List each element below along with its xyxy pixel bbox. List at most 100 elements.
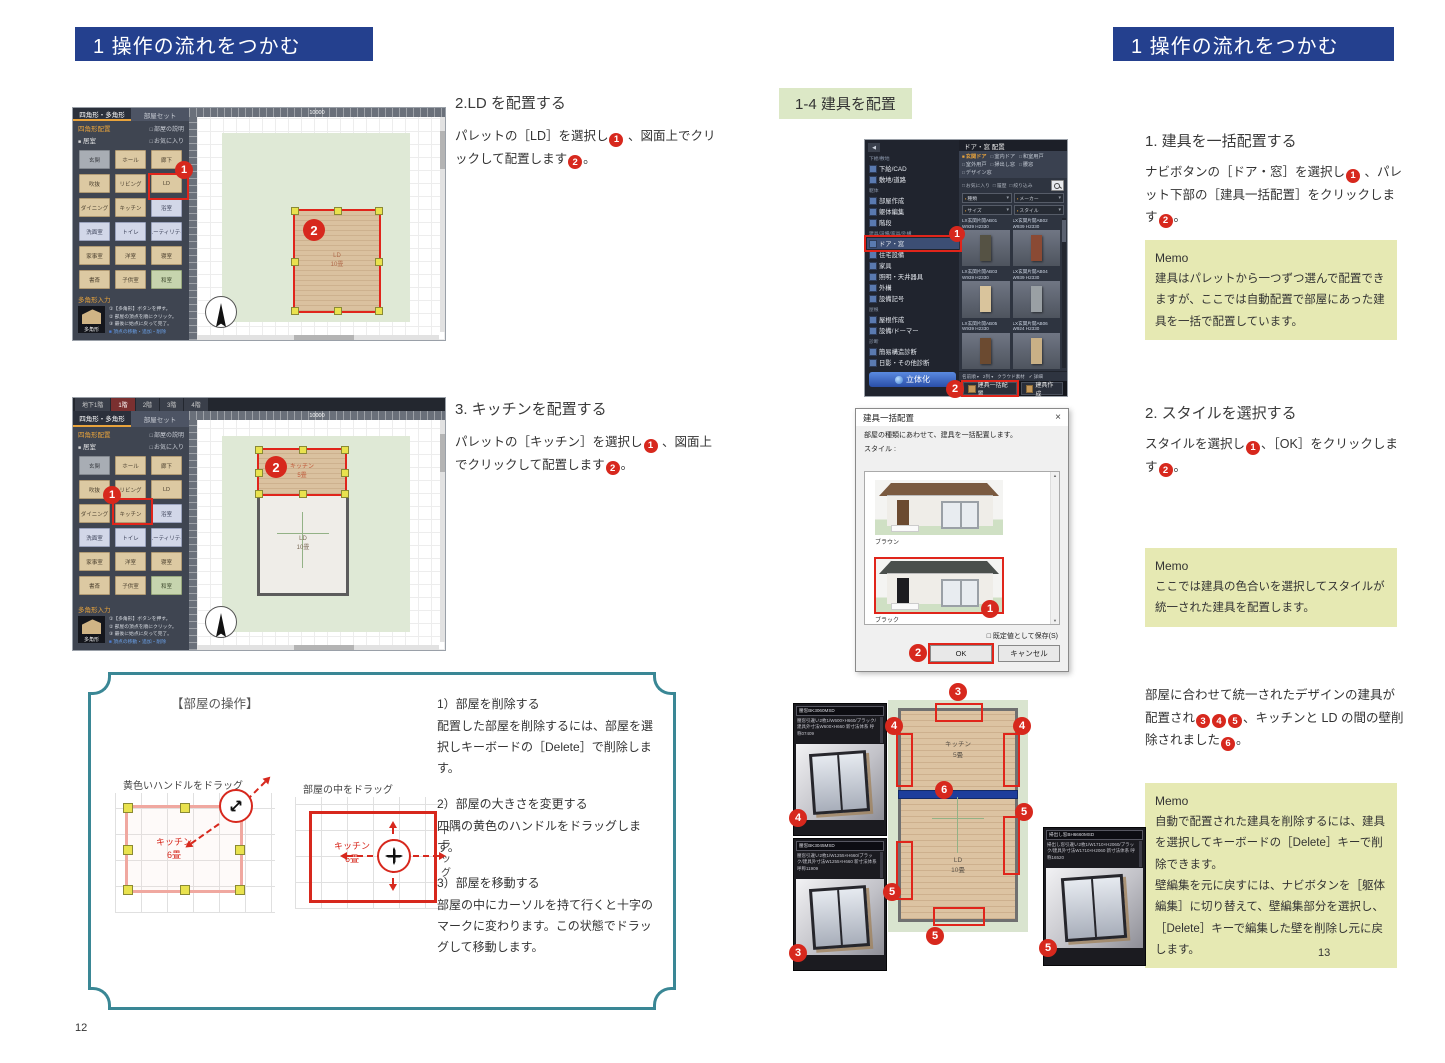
list-footer-item[interactable]: 2列 — [983, 374, 993, 380]
nav-item-sketch-cad[interactable]: 下絵/CAD — [867, 163, 959, 174]
door-type-checkbox[interactable]: 室内ドア — [991, 153, 1015, 160]
nav-item-furniture[interactable]: 家具 — [867, 260, 959, 271]
room-button[interactable]: 家事室 — [79, 552, 110, 571]
room-button[interactable]: 玄関 — [79, 456, 110, 475]
polygon-icon[interactable]: 多角形 — [78, 306, 105, 334]
nav-item-shadow-check[interactable]: 日影・その他診断 — [867, 357, 959, 368]
nav-item-stairs[interactable]: 階段 — [867, 217, 959, 228]
nav-item-door-window[interactable]: ドア・窓 1 — [864, 226, 965, 252]
room-button[interactable]: 廊下 — [151, 150, 182, 170]
list-footer-item[interactable]: クラウド素材 — [997, 373, 1025, 379]
nav-item-housing-equip[interactable]: 住宅設備 — [867, 249, 959, 260]
room-button[interactable]: 玄関 — [79, 150, 110, 170]
vertical-scrollbar[interactable] — [440, 117, 445, 332]
room-button[interactable]: キッチン — [115, 198, 146, 218]
room-button[interactable]: ホール — [115, 456, 146, 475]
room-button[interactable]: ユーティリティ — [151, 528, 182, 547]
room-button[interactable]: 吹抜 — [79, 174, 110, 194]
door-type-checkbox[interactable]: 室外用戸 — [962, 161, 987, 168]
close-icon[interactable]: × — [1055, 412, 1061, 423]
product-item[interactable]: LX玄関片開AB03 W939 H2330 — [962, 269, 1010, 318]
list-footer-item[interactable]: 詳細 — [1029, 374, 1043, 380]
product-item[interactable]: LX玄関片開AB05 W939 H2330 — [962, 321, 1010, 369]
horizontal-scrollbar[interactable] — [197, 335, 439, 340]
room-button[interactable]: トイレ — [115, 222, 146, 242]
room-button[interactable]: 浴室 — [151, 198, 182, 218]
door-type-checkbox[interactable]: 掃出し窓 — [991, 161, 1015, 168]
nav-item-roof-create[interactable]: 屋根作成 — [867, 314, 959, 325]
floor-tab[interactable]: 地下1階 — [75, 398, 111, 411]
room-button[interactable]: キッチン — [115, 504, 146, 523]
solid-3d-button[interactable]: 立体化 — [869, 372, 956, 387]
product-item[interactable]: LX玄関片開AB01 W939 H2330 — [962, 218, 1010, 267]
style-option-brown[interactable]: ブラウン — [875, 480, 1003, 546]
filter-dropdown[interactable]: メーカー — [1014, 193, 1064, 203]
search-icon[interactable] — [1051, 180, 1064, 191]
room-button[interactable]: 吹抜 — [79, 480, 110, 499]
room-button[interactable]: 洗面室 — [79, 222, 110, 242]
favorites-checkbox[interactable]: お気に入り — [150, 136, 184, 145]
door-type-checkbox[interactable]: 腰窓 — [1019, 161, 1033, 168]
room-button[interactable]: ダイニング — [79, 504, 110, 523]
tab-room-set[interactable]: 部屋セット — [131, 108, 189, 122]
floor-tab[interactable]: 3階 — [160, 398, 184, 411]
product-scrollbar[interactable] — [1062, 218, 1066, 368]
nav-item-room-create[interactable]: 部屋作成 — [867, 195, 959, 206]
floor-tab[interactable]: 2階 — [135, 398, 160, 411]
style-list[interactable]: ブラウン ブラック 1 — [864, 471, 1060, 625]
room-button[interactable]: 子供室 — [115, 576, 146, 595]
vertical-scrollbar[interactable] — [440, 420, 445, 642]
tab-room-set[interactable]: 部屋セット — [131, 411, 189, 427]
batch-place-button[interactable]: 建具一括配置 2 — [946, 380, 1019, 398]
horizontal-scrollbar[interactable] — [197, 645, 439, 650]
save-default-checkbox[interactable]: 既定値として保存(S) — [987, 631, 1058, 641]
room-button[interactable]: ユーティリティ — [151, 222, 182, 242]
tab-rect-polygon[interactable]: 四角形・多角形 — [73, 108, 131, 122]
cancel-button[interactable]: キャンセル — [998, 645, 1060, 662]
polygon-edit-link[interactable]: 頂点の移動・追加・削除 — [109, 329, 177, 336]
room-button[interactable]: 洋室 — [115, 246, 146, 266]
polygon-edit-link[interactable]: 頂点の移動・追加・削除 — [109, 639, 177, 646]
product-item[interactable]: LX玄関片開AB06 W924 H2330 — [1012, 321, 1060, 369]
favorites-checkbox[interactable]: お気に入り — [150, 442, 184, 451]
room-button[interactable]: 和室 — [151, 270, 182, 290]
favorites-filter[interactable]: お気に入り — [962, 182, 990, 189]
tab-rect-polygon[interactable]: 四角形・多角形 — [73, 411, 131, 427]
filter-dropdown[interactable]: サイズ — [962, 205, 1012, 215]
style-option-black[interactable]: ブラック 1 — [874, 557, 1004, 624]
nav-item-site-road[interactable]: 敷地/道路 — [867, 174, 959, 185]
floor-tab[interactable]: 4階 — [184, 398, 208, 411]
room-button[interactable]: リビング — [115, 174, 146, 194]
room-button[interactable]: 和室 — [151, 576, 182, 595]
ok-button[interactable]: OK 2 — [909, 643, 994, 664]
room-button[interactable]: 浴室 — [151, 504, 182, 523]
create-fitting-button[interactable]: 建具作成 — [1020, 382, 1063, 398]
room-button[interactable]: 寝室 — [151, 552, 182, 571]
list-footer-item[interactable]: 名前順 — [962, 374, 979, 380]
collapse-icon[interactable]: ◀ — [868, 143, 880, 152]
nav-item-equip-symbol[interactable]: 設備記号 — [867, 293, 959, 304]
narrow-filter[interactable]: 絞り込み — [1009, 182, 1032, 189]
filter-dropdown[interactable]: 種類 — [962, 193, 1012, 203]
room-button[interactable]: 洋室 — [115, 552, 146, 571]
polygon-icon[interactable]: 多角形 — [78, 616, 105, 644]
nav-item-lighting[interactable]: 照明・天井器具 — [867, 271, 959, 282]
nav-item-structure-check[interactable]: 簡易構造診断 — [867, 346, 959, 357]
room-button[interactable]: ダイニング — [79, 198, 110, 218]
door-type-checkbox[interactable]: 玄関ドア — [962, 153, 987, 160]
room-button[interactable]: 廊下 — [151, 456, 182, 475]
room-button[interactable]: 書斎 — [79, 270, 110, 290]
product-item[interactable]: LX玄関片開AB04 W939 H2330 — [1012, 269, 1060, 318]
door-type-checkbox[interactable]: デザイン窓 — [962, 169, 992, 176]
nav-item-frame-edit[interactable]: 躯体編集 — [867, 206, 959, 217]
dialog-scrollbar[interactable] — [1050, 472, 1059, 624]
floor-tab[interactable]: 1階 — [111, 398, 135, 411]
room-button[interactable]: 家事室 — [79, 246, 110, 266]
door-type-checkbox[interactable]: 和室用戸 — [1019, 153, 1044, 160]
